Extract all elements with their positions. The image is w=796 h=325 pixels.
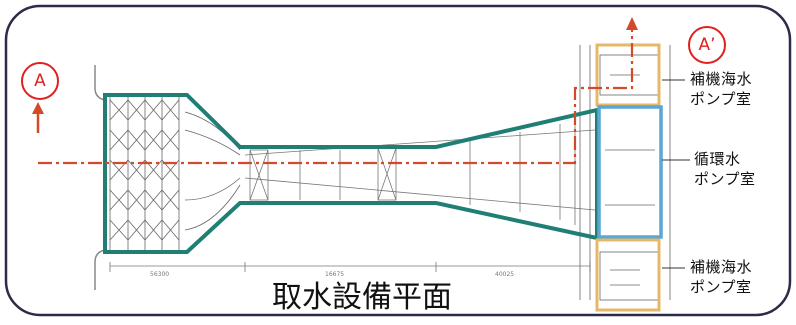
circ-pump-room-label: 循環水 ポンプ室 [694,152,756,187]
dimension-label-1: 56300 [150,271,169,278]
circ-pump-room-line1: 循環水 [694,150,741,168]
dimension-line [109,262,591,272]
circ-pump-room-line2: ポンプ室 [694,170,756,188]
aux-pump-room-top-label: 補機海水 ポンプ室 [690,72,752,107]
section-marker-a-prime: A’ [688,26,726,64]
diagram-caption: 取水設備平面 [272,280,452,315]
circ-pump-room-box [597,105,663,239]
section-arrow-left-head [32,102,44,114]
section-line [38,28,634,165]
aux-pump-room-top-box [595,43,661,107]
pump-house-structure [579,45,671,301]
label-leaders [662,79,690,269]
aux-pump-room-bottom-box [595,238,661,312]
aux-pump-room-bottom-line2: ポンプ室 [690,278,752,296]
aux-pump-room-bottom-label: 補機海水 ポンプ室 [690,260,752,295]
dimension-label-2: 16675 [325,271,344,278]
aux-pump-room-top-line2: ポンプ室 [690,90,752,108]
dimension-label-3: 40025 [495,271,514,278]
section-marker-a: A [21,62,59,100]
outer-frame [4,4,792,317]
left-bank-bottom [94,249,106,290]
aux-pump-room-top-line1: 補機海水 [690,70,753,88]
channel-details [244,118,596,225]
intake-outline [103,93,599,254]
section-arrow-right-head [626,17,638,30]
screen-grid [109,95,241,253]
aux-pump-room-bottom-line1: 補機海水 [690,258,753,276]
